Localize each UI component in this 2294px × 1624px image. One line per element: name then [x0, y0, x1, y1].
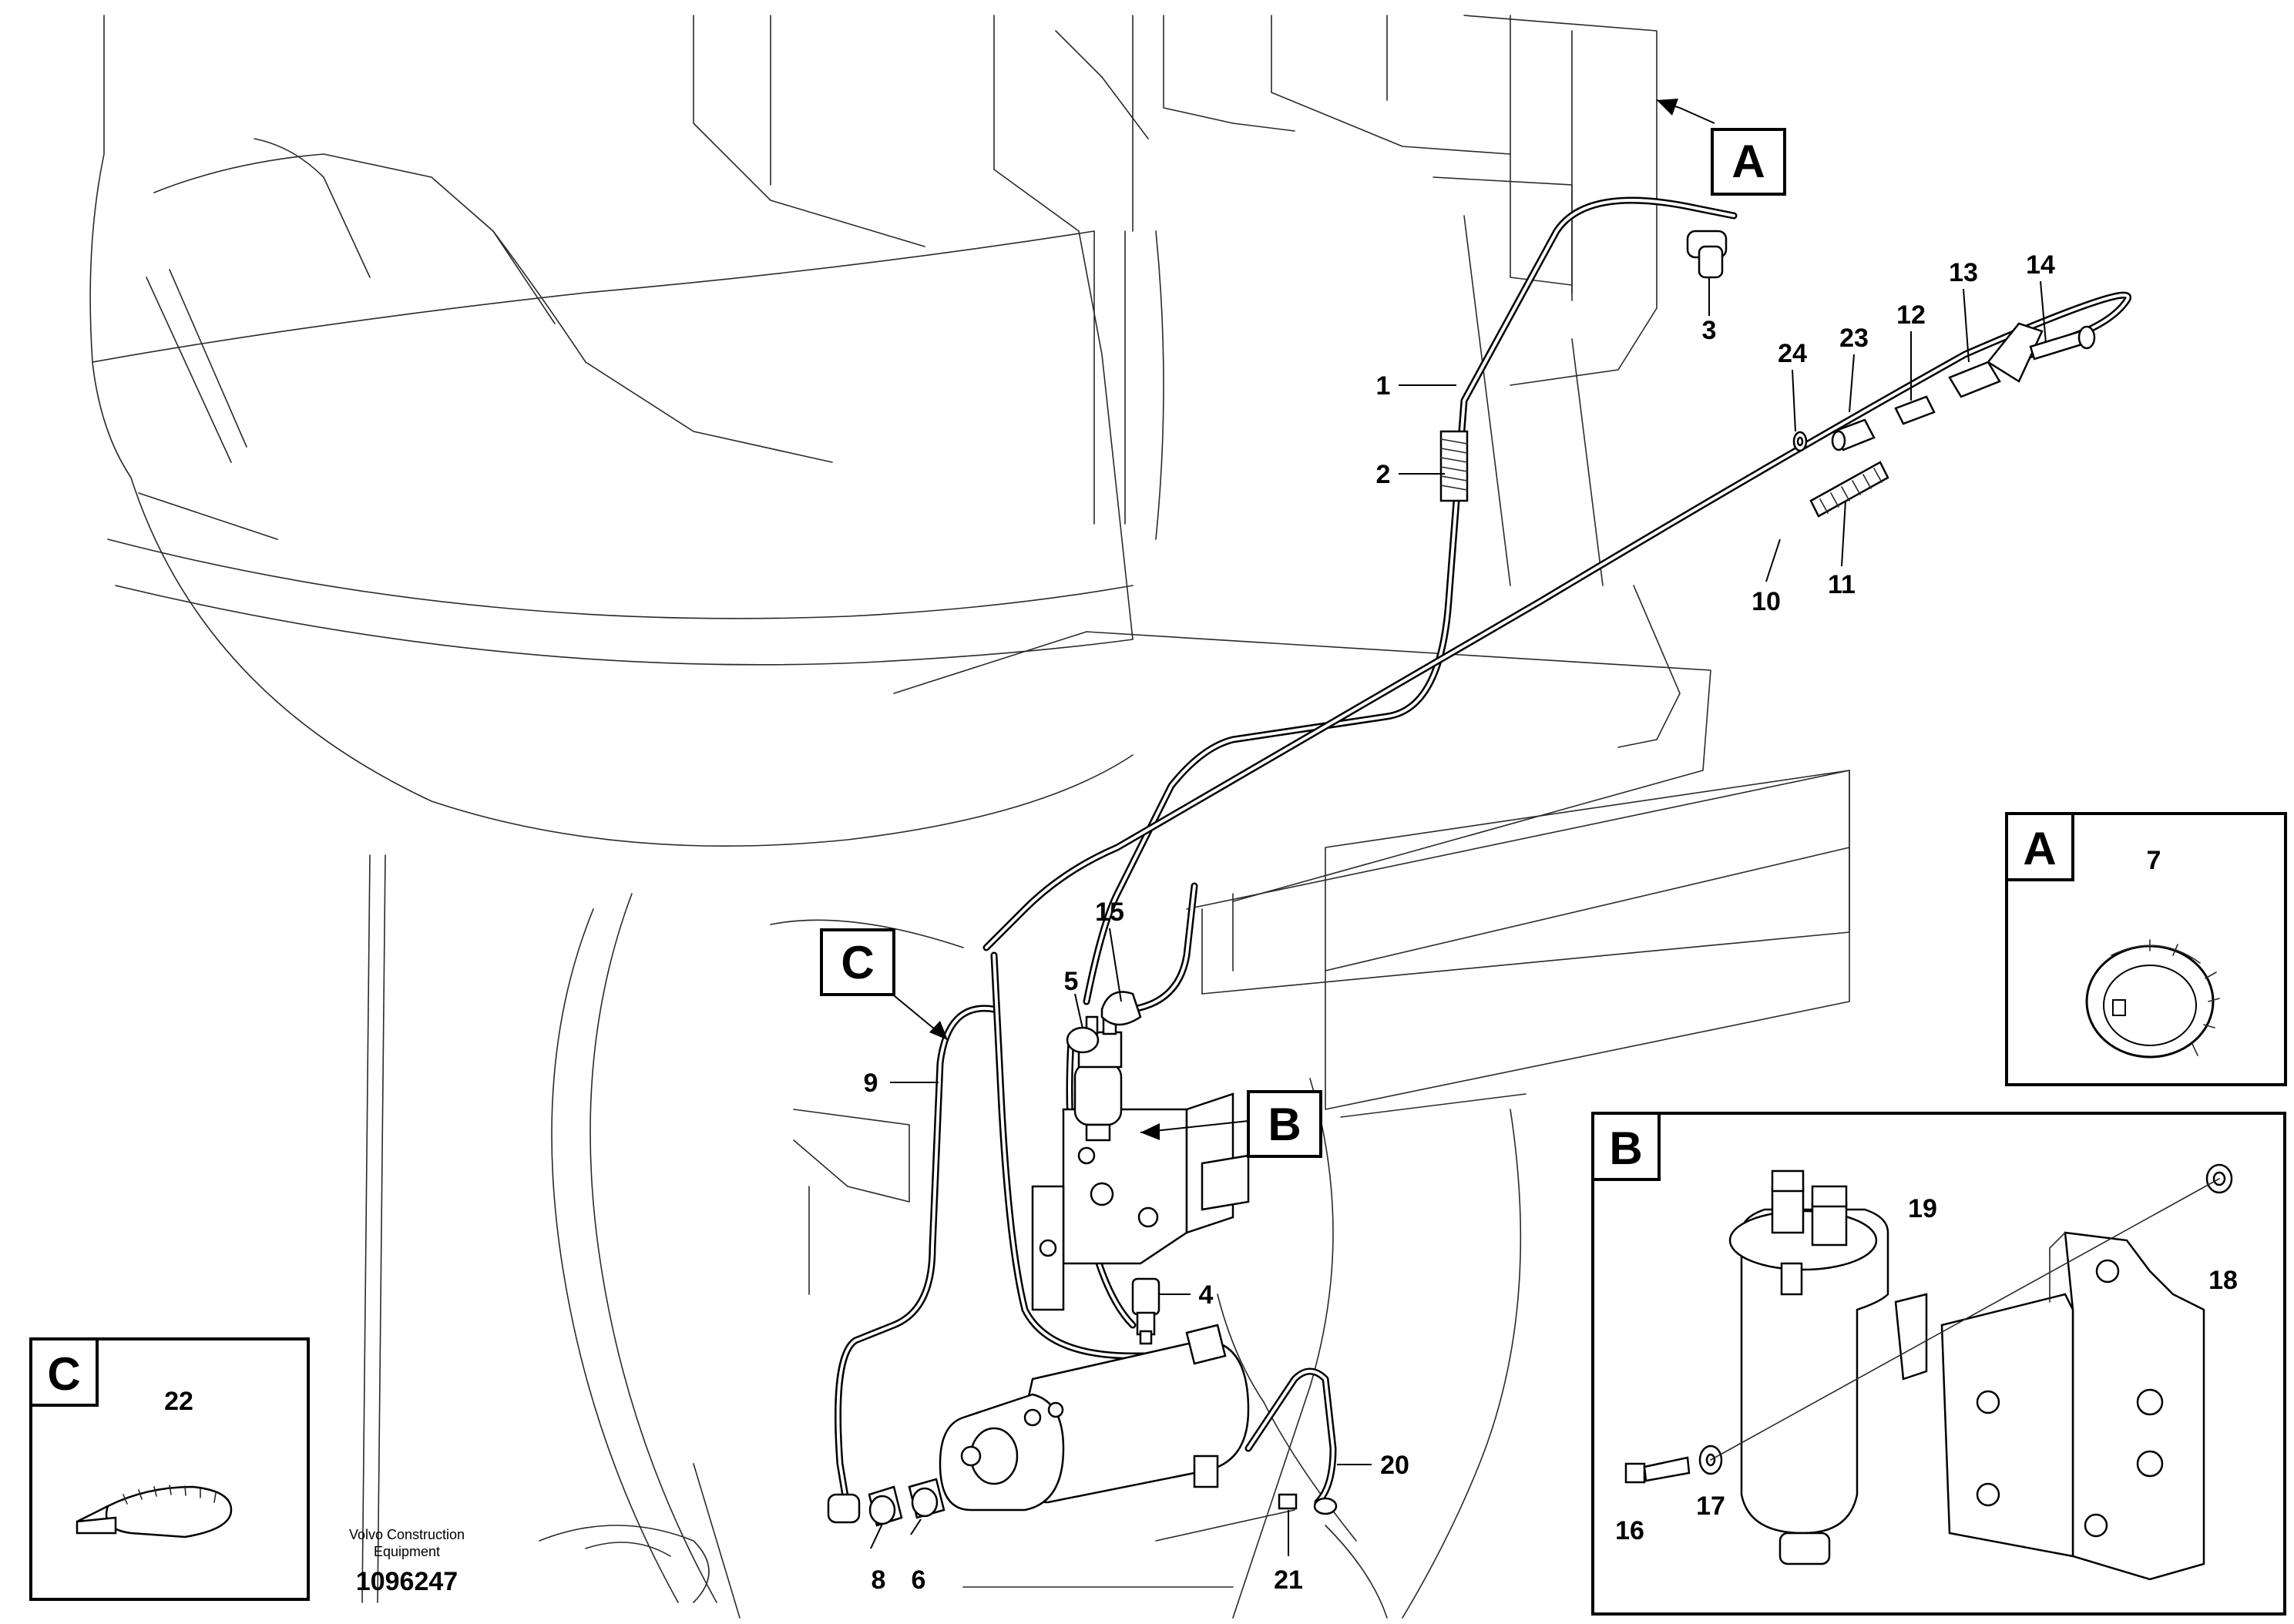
view-marker-a: A — [1711, 128, 1786, 196]
nut-8 — [868, 1485, 903, 1527]
ring-nut-7 — [2085, 939, 2220, 1059]
machine-outline — [89, 15, 1850, 1619]
detail-view-c — [29, 1337, 310, 1601]
adapter-6 — [908, 1478, 945, 1519]
callout-17: 17 — [1696, 1491, 1725, 1521]
callout-19: 19 — [1908, 1194, 1937, 1223]
callout-24: 24 — [1778, 339, 1807, 368]
view-label-c: C — [841, 937, 874, 988]
banjo-bolt-14 — [2029, 325, 2096, 361]
elbow-5 — [1066, 1026, 1100, 1054]
callout-4: 4 — [1199, 1280, 1214, 1310]
view-marker-b: B — [1247, 1090, 1322, 1158]
banjo-13 — [1948, 322, 2044, 398]
spiral-guard-2 — [1439, 430, 1469, 502]
view-label-a: A — [1731, 136, 1765, 187]
callout-8: 8 — [872, 1565, 886, 1595]
detail-view-b — [1591, 1112, 2286, 1616]
callout-9: 9 — [864, 1069, 878, 1098]
bolt-21 — [1278, 1493, 1338, 1515]
callout-3: 3 — [1702, 316, 1717, 345]
callout-numbers: 1 2 3 4 5 6 7 8 9 10 11 12 13 14 15 16 1… — [164, 250, 2238, 1595]
document-number: 1096247 — [356, 1567, 458, 1596]
sleeve-23 — [1831, 418, 1876, 451]
callout-2: 2 — [1376, 460, 1391, 489]
cable-tie-22 — [76, 1485, 233, 1538]
detail-label-a: A — [2023, 823, 2056, 874]
callout-16: 16 — [1615, 1516, 1644, 1545]
company-line-2: Equipment — [374, 1544, 440, 1559]
starter-motor — [939, 1324, 1250, 1512]
document-footer: Volvo Construction Equipment 1096247 — [349, 1527, 465, 1596]
washer-24 — [1792, 431, 1808, 452]
company-line-1: Volvo Construction — [349, 1527, 465, 1542]
callout-13: 13 — [1949, 258, 1978, 287]
elbow-15 — [1100, 991, 1142, 1026]
callout-15: 15 — [1095, 898, 1124, 927]
solenoid-19 — [1728, 1169, 1889, 1565]
callout-21: 21 — [1274, 1565, 1303, 1595]
callout-23: 23 — [1839, 324, 1869, 353]
parts — [827, 230, 2096, 1527]
callout-18: 18 — [2208, 1266, 2238, 1295]
bracket — [1894, 1231, 2205, 1581]
callout-20: 20 — [1380, 1451, 1409, 1480]
detail-label-c: C — [47, 1348, 80, 1400]
view-marker-c: C — [820, 928, 895, 996]
nipple-12 — [1894, 395, 1936, 425]
callout-10: 10 — [1752, 587, 1781, 616]
callout-11: 11 — [1828, 570, 1856, 599]
bolt-16 — [1624, 1456, 1691, 1484]
callout-5: 5 — [1064, 967, 1079, 996]
hose-end-9 — [827, 1493, 861, 1524]
callout-12: 12 — [1896, 300, 1926, 330]
elbow-fitting-3 — [1686, 230, 1728, 279]
callout-1: 1 — [1376, 371, 1391, 401]
view-label-b: B — [1268, 1099, 1301, 1150]
spiral-guard-11 — [1809, 461, 1889, 518]
valve-block-b — [1031, 1092, 1250, 1311]
detail-view-a — [2005, 812, 2287, 1086]
fitting-4 — [1131, 1277, 1160, 1345]
solenoid-19-main — [1073, 1012, 1123, 1142]
callout-22: 22 — [164, 1387, 193, 1416]
detail-label-b: B — [1609, 1122, 1642, 1174]
callout-6: 6 — [912, 1565, 926, 1595]
callout-14: 14 — [2026, 250, 2055, 280]
callout-7: 7 — [2147, 846, 2161, 875]
